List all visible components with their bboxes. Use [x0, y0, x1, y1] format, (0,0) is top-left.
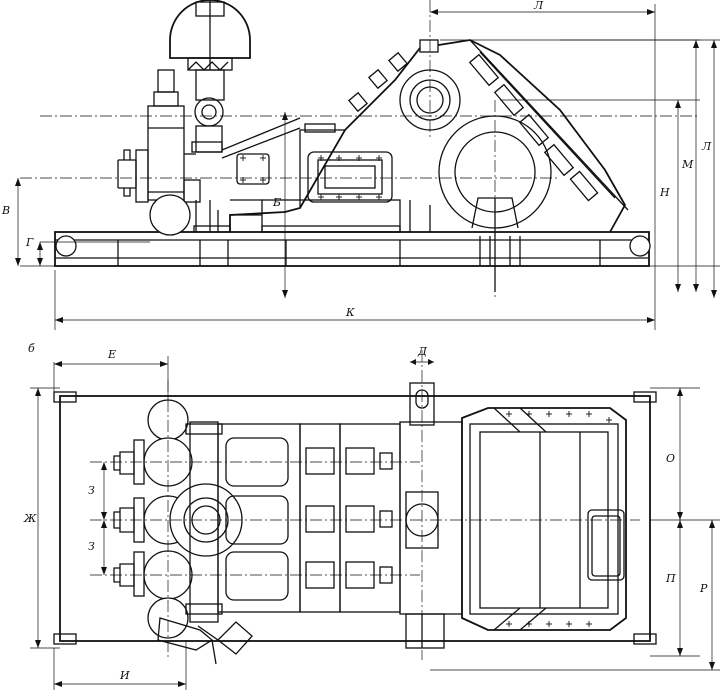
plan-gearbox	[461, 407, 627, 631]
dim-label-R: Р	[699, 582, 708, 595]
dim-label-K: К	[345, 306, 355, 319]
view-b-label: б	[28, 342, 35, 355]
dim-label-I: И	[119, 669, 130, 682]
plan-base-frame	[53, 391, 657, 645]
dim-label-N: Н	[659, 186, 670, 199]
plan-view: Е Д Ж З З О	[23, 345, 720, 690]
plan-crank-housing	[399, 382, 463, 649]
dim-label-P: П	[665, 572, 676, 585]
plan-fluid-end	[113, 399, 253, 665]
dim-label-E: Е	[107, 348, 116, 361]
dim-label-M: М	[681, 158, 694, 171]
dim-label-G: Г	[25, 236, 34, 249]
side-view: Л Н М Л Б В	[1, 0, 720, 330]
dim-label-Zh: Ж	[23, 512, 37, 525]
fluid-end	[117, 0, 301, 236]
skid-base	[54, 231, 651, 267]
dim-label-V: В	[1, 204, 10, 217]
dim-label-Z-upper: З	[88, 484, 95, 497]
dim-label-Z-lower: З	[88, 540, 95, 553]
dim-label-L-top: Л	[533, 0, 544, 12]
dim-label-L-right: Л	[701, 140, 712, 153]
dim-label-B-pump: Б	[272, 196, 281, 209]
dim-label-D: Д	[417, 345, 428, 358]
dim-label-O: О	[666, 452, 675, 465]
plan-cylinders	[217, 423, 401, 613]
power-end-housing	[229, 39, 629, 292]
plan-view-dimensions: Е Д Ж З З О	[23, 345, 720, 690]
side-view-dimensions: Л Н М Л Б В	[1, 0, 720, 330]
